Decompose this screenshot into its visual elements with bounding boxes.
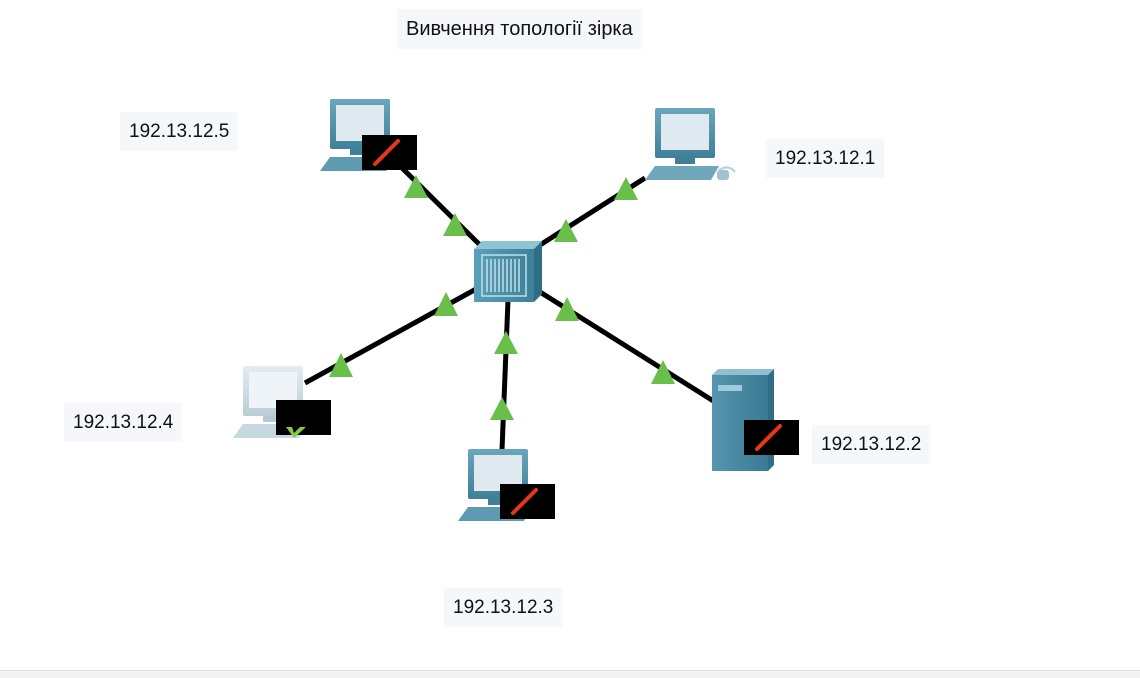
pc-icon-pc1[interactable] — [645, 108, 736, 180]
link-up-triangle — [651, 360, 675, 384]
link-up-triangle — [490, 397, 514, 420]
link-up-triangle — [494, 331, 518, 354]
check-status-icon — [276, 400, 331, 438]
link-up-triangle — [555, 297, 579, 321]
link-pc4-switch[interactable] — [303, 285, 480, 386]
ip-label-server: 192.13.12.2 — [812, 425, 931, 464]
edit-status-icon — [362, 135, 417, 170]
link-up-triangle — [434, 292, 458, 316]
link-up-triangle — [614, 177, 638, 200]
bottom-bar — [0, 670, 1140, 678]
edit-status-icon — [744, 420, 799, 455]
ip-label-pc5: 192.13.12.5 — [120, 112, 239, 151]
switch-icon[interactable] — [474, 241, 542, 302]
links — [303, 164, 717, 451]
link-status-lights — [329, 175, 675, 420]
ip-label-pc3: 192.13.12.3 — [444, 588, 563, 627]
diagram-title: Вивчення топології зірка — [397, 9, 642, 49]
ip-label-pc4: 192.13.12.4 — [64, 403, 183, 442]
link-up-triangle — [404, 175, 428, 198]
link-pc5-switch[interactable] — [398, 164, 482, 247]
ip-label-pc1: 192.13.12.1 — [766, 139, 885, 178]
link-up-triangle — [329, 353, 353, 377]
link-up-triangle — [443, 213, 467, 236]
link-pc3-switch[interactable] — [499, 299, 511, 451]
link-up-triangle — [554, 219, 578, 242]
edit-status-icon — [500, 484, 555, 519]
